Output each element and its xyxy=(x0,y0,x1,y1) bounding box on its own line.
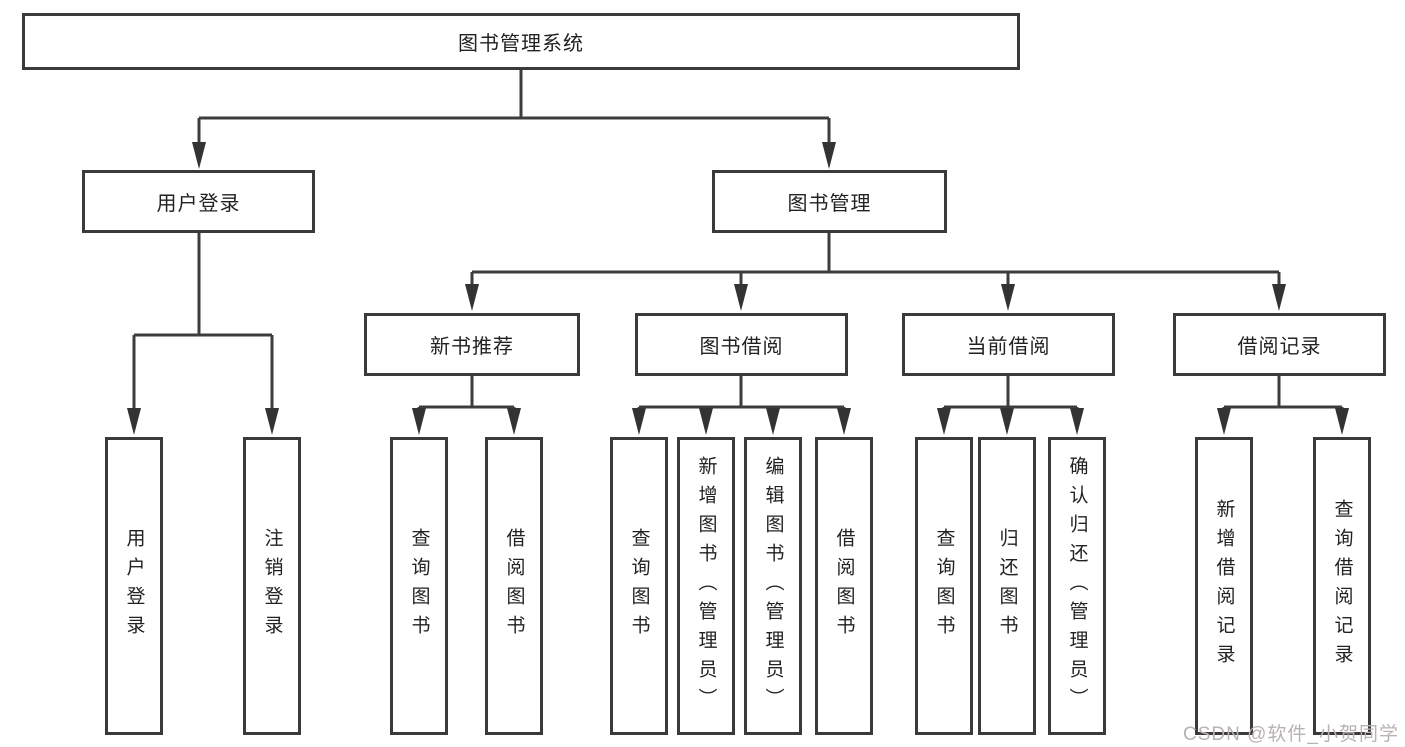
leaf-label: 注销登录 xyxy=(261,528,283,644)
leaf-confirm-return-admin: 确认归还（管理员） xyxy=(1048,437,1106,735)
node-user-login: 用户登录 xyxy=(82,170,315,233)
node-borrow-record: 借阅记录 xyxy=(1173,313,1386,376)
leaf-label: 借阅图书 xyxy=(833,528,855,644)
leaf-label: 新增借阅记录 xyxy=(1213,499,1235,673)
leaf-label: 用户登录 xyxy=(123,528,145,644)
node-current-borrow: 当前借阅 xyxy=(902,313,1115,376)
leaf-label: 编辑图书（管理员） xyxy=(762,455,784,717)
leaf-add-borrow-record: 新增借阅记录 xyxy=(1195,437,1253,735)
node-book-management: 图书管理 xyxy=(712,170,947,233)
leaf-label: 查询图书 xyxy=(408,528,430,644)
leaf-user-login: 用户登录 xyxy=(105,437,163,735)
leaf-label: 查询图书 xyxy=(933,528,955,644)
leaf-query-borrow-record: 查询借阅记录 xyxy=(1313,437,1371,735)
leaf-label: 确认归还（管理员） xyxy=(1066,455,1088,717)
leaf-label: 借阅图书 xyxy=(503,528,525,644)
node-root-library-system: 图书管理系统 xyxy=(22,13,1020,70)
leaf-borrow-books-recommend: 借阅图书 xyxy=(485,437,543,735)
leaf-query-books-borrow: 查询图书 xyxy=(610,437,668,735)
node-new-book-recommend: 新书推荐 xyxy=(364,313,580,376)
leaf-query-books-recommend: 查询图书 xyxy=(390,437,448,735)
csdn-watermark: CSDN @软件_小贺同学 xyxy=(1183,724,1399,745)
node-book-borrow: 图书借阅 xyxy=(635,313,848,376)
leaf-add-books-admin: 新增图书（管理员） xyxy=(677,437,735,735)
leaf-label: 查询图书 xyxy=(628,528,650,644)
leaf-edit-books-admin: 编辑图书（管理员） xyxy=(744,437,802,735)
leaf-logout: 注销登录 xyxy=(243,437,301,735)
leaf-query-books-current: 查询图书 xyxy=(915,437,973,735)
leaf-borrow-books: 借阅图书 xyxy=(815,437,873,735)
leaf-label: 新增图书（管理员） xyxy=(695,455,717,717)
leaf-label: 查询借阅记录 xyxy=(1331,499,1353,673)
leaf-label: 归还图书 xyxy=(996,528,1018,644)
leaf-return-books: 归还图书 xyxy=(978,437,1036,735)
